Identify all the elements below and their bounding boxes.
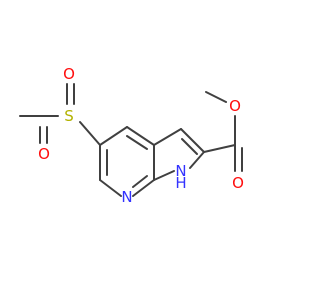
bond-c3-c2-inner <box>181 138 198 155</box>
bond-c4-c3a-inner <box>126 135 148 150</box>
sulfur-atom: S <box>64 107 74 125</box>
ester-oxygen-atom: O <box>229 97 241 115</box>
carbonyl-oxygen-atom: O <box>232 174 244 192</box>
ring-nitrogen-atom: N <box>121 188 132 206</box>
sulfonyl-oxygen-bottom-atom: O <box>38 145 50 163</box>
bond-c2-carbonyl <box>203 144 236 153</box>
bond-c7a-n7-inner <box>132 175 148 188</box>
bond-c4-c3a <box>126 126 155 146</box>
bond-c7a-n7 <box>132 179 155 197</box>
bond-sulfur-ring <box>79 121 101 146</box>
bonds <box>19 83 243 197</box>
nh-hydrogen-atom: H <box>175 174 186 192</box>
bond-c5-c4 <box>99 126 128 146</box>
nh-nitrogen-atom: N <box>175 162 186 180</box>
bond-n1-c7a <box>153 170 175 181</box>
sulfonyl-oxygen-top-atom: O <box>63 65 75 83</box>
structure-canvas: S O O N N H O O <box>19 65 244 206</box>
molecule-drawing: S O O N N H O O <box>19 65 244 206</box>
bond-n7-c6 <box>99 179 122 197</box>
bond-c2-n1 <box>189 151 205 169</box>
atom-labels: S O O N N H O O <box>38 65 244 206</box>
bond-c3-c2 <box>180 128 205 153</box>
bond-ester-oxygen-methyl <box>205 91 227 103</box>
bond-c3a-c3 <box>153 128 182 146</box>
